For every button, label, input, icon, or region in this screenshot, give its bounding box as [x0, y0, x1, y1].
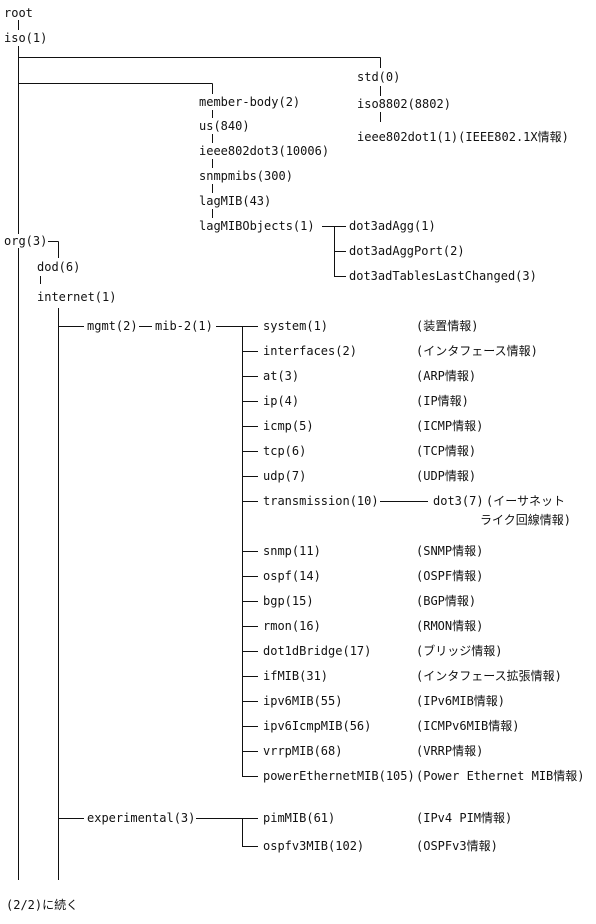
node-experimental: experimental(3) — [86, 811, 197, 825]
node-dot3adaggport: dot3adAggPort(2) — [348, 244, 466, 258]
node-system: system(1) — [262, 319, 330, 333]
desc-system: (装置情報) — [416, 319, 479, 333]
node-ip: ip(4) — [262, 394, 301, 408]
desc-ipv6mib: (IPv6MIB情報) — [416, 694, 506, 708]
desc-rmon: (RMON情報) — [416, 619, 484, 633]
node-icmp: icmp(5) — [262, 419, 315, 433]
node-vrrpmib: vrrpMIB(68) — [262, 744, 344, 758]
node-internet: internet(1) — [36, 290, 118, 304]
node-org: org(3) — [3, 234, 49, 248]
desc-ipv6icmpmib: (ICMPv6MIB情報) — [416, 719, 520, 733]
node-bgp: bgp(15) — [262, 594, 315, 608]
node-dot3adtableslastchanged: dot3adTablesLastChanged(3) — [348, 269, 538, 283]
node-lagmibobjects: lagMIBObjects(1) — [198, 219, 316, 233]
node-iso8802: iso8802(8802) — [356, 97, 452, 111]
node-ifmib: ifMIB(31) — [262, 669, 330, 683]
node-us: us(840) — [198, 119, 251, 133]
desc-ospfv3mib: (OSPFv3情報) — [416, 839, 498, 853]
desc-dot3-line1: (イーサネット — [486, 494, 565, 508]
node-ospf: ospf(14) — [262, 569, 322, 583]
desc-dot3-line2: ライク回線情報) — [480, 513, 571, 527]
node-tcp: tcp(6) — [262, 444, 308, 458]
node-pimmib: pimMIB(61) — [262, 811, 337, 825]
desc-snmp: (SNMP情報) — [416, 544, 484, 558]
node-iso: iso(1) — [3, 31, 49, 45]
node-snmpmibs: snmpmibs(300) — [198, 169, 294, 183]
node-dot3: dot3(7) — [432, 494, 485, 508]
node-rmon: rmon(16) — [262, 619, 322, 633]
node-member-body: member-body(2) — [198, 95, 302, 109]
desc-dot1dbridge: (ブリッジ情報) — [416, 644, 503, 658]
node-std: std(0) — [356, 70, 402, 84]
node-mib-2: mib-2(1) — [154, 319, 214, 333]
node-ipv6icmpmib: ipv6IcmpMIB(56) — [262, 719, 373, 733]
node-dod: dod(6) — [36, 260, 82, 274]
desc-tcp: (TCP情報) — [416, 444, 477, 458]
desc-udp: (UDP情報) — [416, 469, 477, 483]
node-dot3adagg: dot3adAgg(1) — [348, 219, 437, 233]
node-lagmib: lagMIB(43) — [198, 194, 273, 208]
node-mgmt: mgmt(2) — [86, 319, 139, 333]
desc-icmp: (ICMP情報) — [416, 419, 484, 433]
node-root: root — [3, 6, 34, 20]
desc-ifmib: (インタフェース拡張情報) — [416, 669, 562, 683]
desc-pimmib: (IPv4 PIM情報) — [416, 811, 513, 825]
desc-interfaces: (インタフェース情報) — [416, 344, 538, 358]
node-transmission: transmission(10) — [262, 494, 380, 508]
desc-powerethernetmib: (Power Ethernet MIB情報) — [416, 769, 585, 783]
node-interfaces: interfaces(2) — [262, 344, 358, 358]
node-ospfv3mib: ospfv3MIB(102) — [262, 839, 366, 853]
continued-footnote: (2/2)に続く — [6, 898, 79, 912]
node-dot1dbridge: dot1dBridge(17) — [262, 644, 373, 658]
desc-at: (ARP情報) — [416, 369, 477, 383]
desc-ip: (IP情報) — [416, 394, 469, 408]
node-udp: udp(7) — [262, 469, 308, 483]
node-ieee802dot3: ieee802dot3(10006) — [198, 144, 331, 158]
desc-bgp: (BGP情報) — [416, 594, 477, 608]
node-ipv6mib: ipv6MIB(55) — [262, 694, 344, 708]
desc-vrrpmib: (VRRP情報) — [416, 744, 484, 758]
desc-ospf: (OSPF情報) — [416, 569, 484, 583]
node-ieee802dot1: ieee802dot1(1)(IEEE802.1X情報) — [356, 130, 570, 144]
node-powerethernetmib: powerEthernetMIB(105) — [262, 769, 416, 783]
node-snmp: snmp(11) — [262, 544, 322, 558]
node-at: at(3) — [262, 369, 301, 383]
